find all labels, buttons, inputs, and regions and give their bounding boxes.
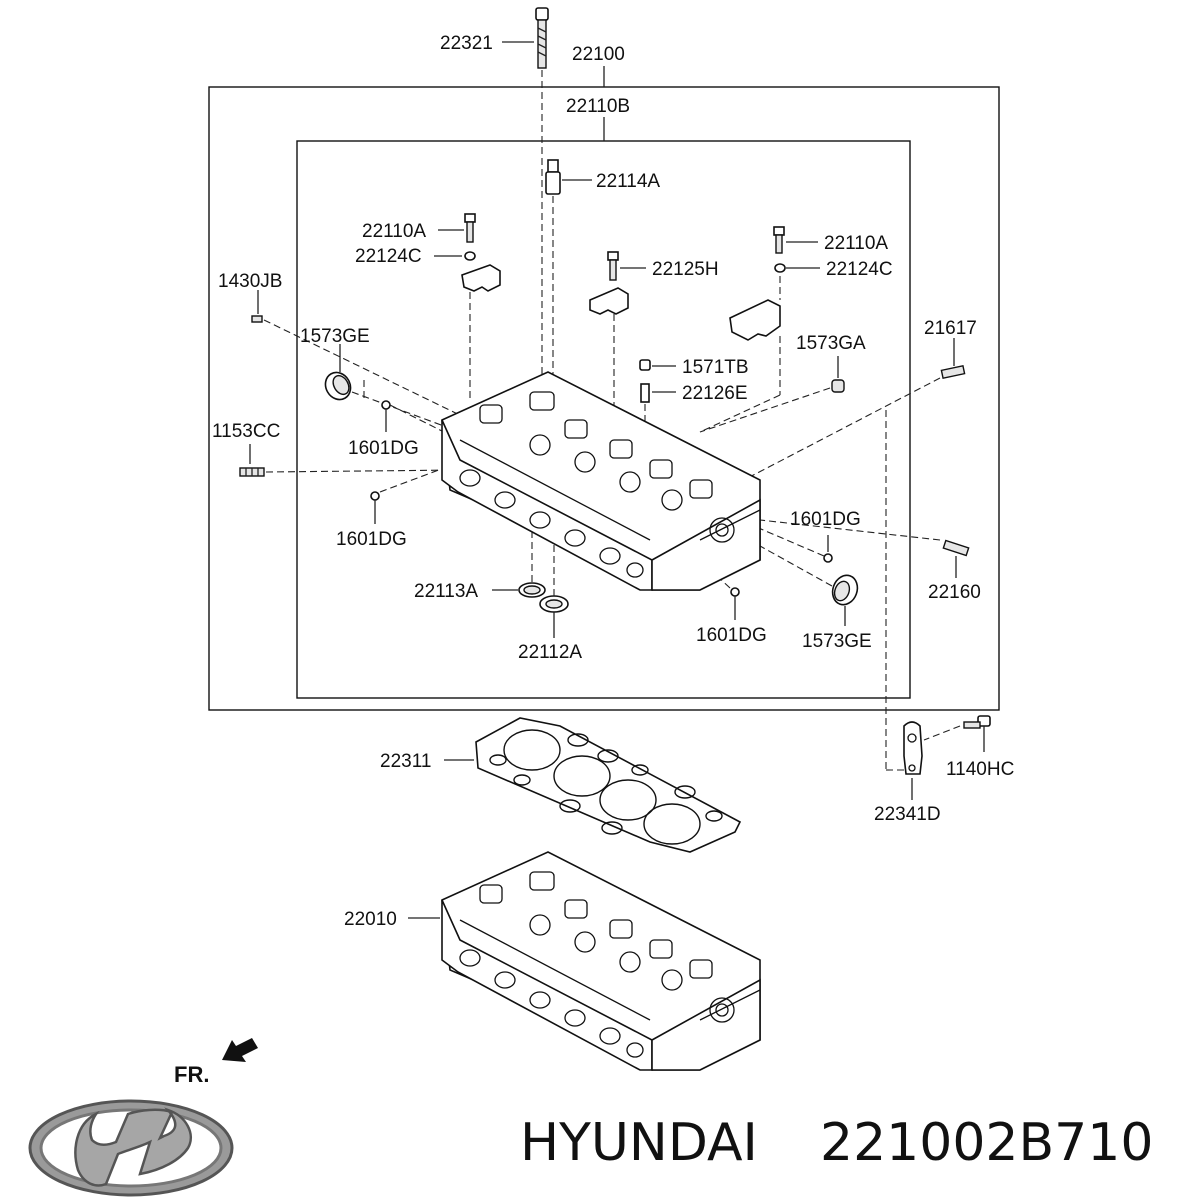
brand-name: HYUNDAI bbox=[520, 1113, 758, 1173]
bolt-22125H bbox=[607, 251, 619, 281]
label-22114A: 22114A bbox=[596, 171, 660, 192]
plug-1601DG-b bbox=[370, 491, 380, 501]
label-1153CC: 1153CC bbox=[212, 421, 280, 442]
label-1573GA: 1573GA bbox=[796, 333, 866, 354]
plug-1573GA bbox=[831, 379, 845, 393]
label-22110A-left: 22110A bbox=[362, 221, 426, 242]
stud-1153CC bbox=[239, 467, 265, 477]
label-22321: 22321 bbox=[440, 33, 493, 54]
cylinder-head-22010 bbox=[441, 851, 761, 1071]
label-22110A-right: 22110A bbox=[824, 233, 888, 254]
part-number: 221002B710 bbox=[820, 1113, 1153, 1173]
dowel-22114A bbox=[545, 159, 561, 195]
bearing-cap-middle bbox=[589, 287, 629, 315]
label-22110B: 22110B bbox=[566, 96, 630, 117]
label-1601DG-c: 1601DG bbox=[790, 509, 861, 530]
head-gasket-22311 bbox=[475, 717, 742, 853]
plug-1571TB bbox=[639, 359, 651, 403]
label-22113A: 22113A bbox=[414, 581, 478, 602]
label-1573GE-bottom: 1573GE bbox=[802, 631, 872, 652]
cylinder-head-assembly bbox=[441, 371, 761, 591]
pin-1430JB bbox=[251, 315, 263, 323]
label-21617: 21617 bbox=[924, 318, 977, 339]
label-22125H: 22125H bbox=[652, 259, 719, 280]
bracket-22341D bbox=[903, 721, 923, 775]
hyundai-logo-icon bbox=[28, 1099, 234, 1197]
label-22160: 22160 bbox=[928, 582, 981, 603]
plug-1573GE-bottom bbox=[831, 574, 859, 606]
label-22112A: 22112A bbox=[518, 642, 582, 663]
label-22126E: 22126E bbox=[682, 383, 748, 404]
plug-1601DG-c bbox=[823, 553, 833, 563]
bolt-22110A-right bbox=[773, 226, 786, 273]
plug-1601DG-a bbox=[381, 400, 391, 410]
plug-1601DG-d bbox=[730, 587, 740, 597]
bolt-22321 bbox=[535, 7, 549, 69]
bolt-1140HC bbox=[963, 715, 991, 729]
label-1601DG-d: 1601DG bbox=[696, 625, 767, 646]
label-1573GE-top: 1573GE bbox=[300, 326, 370, 347]
label-22124C-left: 22124C bbox=[355, 246, 422, 267]
bearing-cap-right bbox=[729, 299, 781, 341]
bolt-22110A-left bbox=[464, 213, 476, 261]
label-1430JB: 1430JB bbox=[218, 271, 282, 292]
label-22311: 22311 bbox=[380, 751, 431, 772]
stud-22160 bbox=[942, 539, 970, 557]
label-22341D: 22341D bbox=[874, 804, 941, 825]
plug-1573GE-top bbox=[324, 371, 352, 401]
bearing-cap-left bbox=[461, 264, 501, 292]
label-1601DG-a: 1601DG bbox=[348, 438, 419, 459]
front-indicator-label: FR. bbox=[174, 1062, 209, 1087]
label-1601DG-b: 1601DG bbox=[336, 529, 407, 550]
front-arrow-icon bbox=[222, 1038, 258, 1062]
label-22100: 22100 bbox=[572, 44, 625, 65]
label-22010: 22010 bbox=[344, 909, 397, 930]
label-1140HC: 1140HC bbox=[946, 759, 1014, 780]
stud-21617 bbox=[940, 364, 966, 380]
label-22124C-right: 22124C bbox=[826, 259, 893, 280]
label-1571TB: 1571TB bbox=[682, 357, 749, 378]
